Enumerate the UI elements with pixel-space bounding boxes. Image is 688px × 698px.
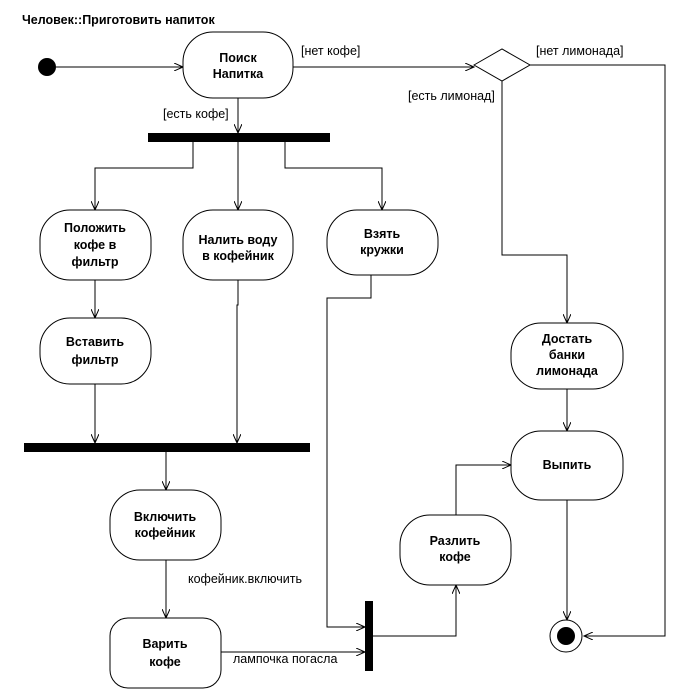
activity-find-drink-label-2: Напитка xyxy=(213,67,265,81)
activity-brew xyxy=(109,617,222,689)
flow-take-cups-to-sync xyxy=(326,275,372,627)
join-bar xyxy=(24,443,310,452)
activity-pour-water-label-1: Налить воду xyxy=(199,233,278,247)
activity-take-cups-label-1: Взять xyxy=(364,227,401,241)
activity-pour-coffee-label-1: Разлить xyxy=(430,534,481,548)
decision-node xyxy=(472,48,532,82)
label-coffeepot-on: кофейник.включить xyxy=(188,572,302,586)
activity-turn-on-label-1: Включить xyxy=(134,510,197,524)
activity-find-drink xyxy=(182,31,294,99)
fork-bar xyxy=(148,133,330,142)
flow-pour-coffee-to-drink xyxy=(455,465,511,515)
activity-drink-label: Выпить xyxy=(543,458,592,472)
flow-pour-water-to-join xyxy=(237,280,238,443)
activity-pour-coffee-label-2: кофе xyxy=(439,550,470,564)
label-lamp-off: лампочка погасла xyxy=(233,652,337,666)
activity-brew-label-1: Варить xyxy=(142,637,187,651)
activity-take-cups xyxy=(326,209,439,276)
activity-pour-water-label-2: в кофейник xyxy=(202,249,275,263)
label-no-coffee: [нет кофе] xyxy=(301,44,360,58)
initial-node xyxy=(38,58,56,76)
label-no-lemonade: [нет лимонада] xyxy=(536,44,624,58)
activity-find-drink-label-1: Поиск xyxy=(219,51,257,65)
activity-insert-filter-label-2: фильтр xyxy=(72,353,119,367)
flow-has-lemonade-to-get-cans xyxy=(501,81,567,323)
activity-turn-on xyxy=(109,489,222,561)
flow-sync-to-pour-coffee xyxy=(373,585,456,637)
label-has-coffee: [есть кофе] xyxy=(163,107,229,121)
activity-put-coffee-label-1: Положить xyxy=(64,221,126,235)
sync-bar xyxy=(365,601,373,671)
flow-no-lemonade-to-end xyxy=(530,64,666,636)
activity-take-cups-label-2: кружки xyxy=(360,243,404,257)
activity-turn-on-label-2: кофейник xyxy=(135,526,196,540)
label-has-lemonade: [есть лимонад] xyxy=(408,89,495,103)
activity-brew-label-2: кофе xyxy=(149,655,180,669)
activity-put-coffee-label-2: кофе в xyxy=(74,238,117,252)
flow-fork-to-put-coffee xyxy=(95,142,194,210)
diagram-title: Человек::Приготовить напиток xyxy=(22,13,215,27)
flow-fork-to-take-cups xyxy=(284,142,382,210)
activity-insert-filter-label-1: Вставить xyxy=(66,335,125,349)
activity-put-coffee-label-3: фильтр xyxy=(72,255,119,269)
activity-get-cans-label-3: лимонада xyxy=(536,364,599,378)
final-node-core xyxy=(557,627,575,645)
activity-get-cans-label-1: Достать xyxy=(542,332,593,346)
activity-insert-filter xyxy=(39,317,152,385)
activity-get-cans-label-2: банки xyxy=(549,348,585,362)
